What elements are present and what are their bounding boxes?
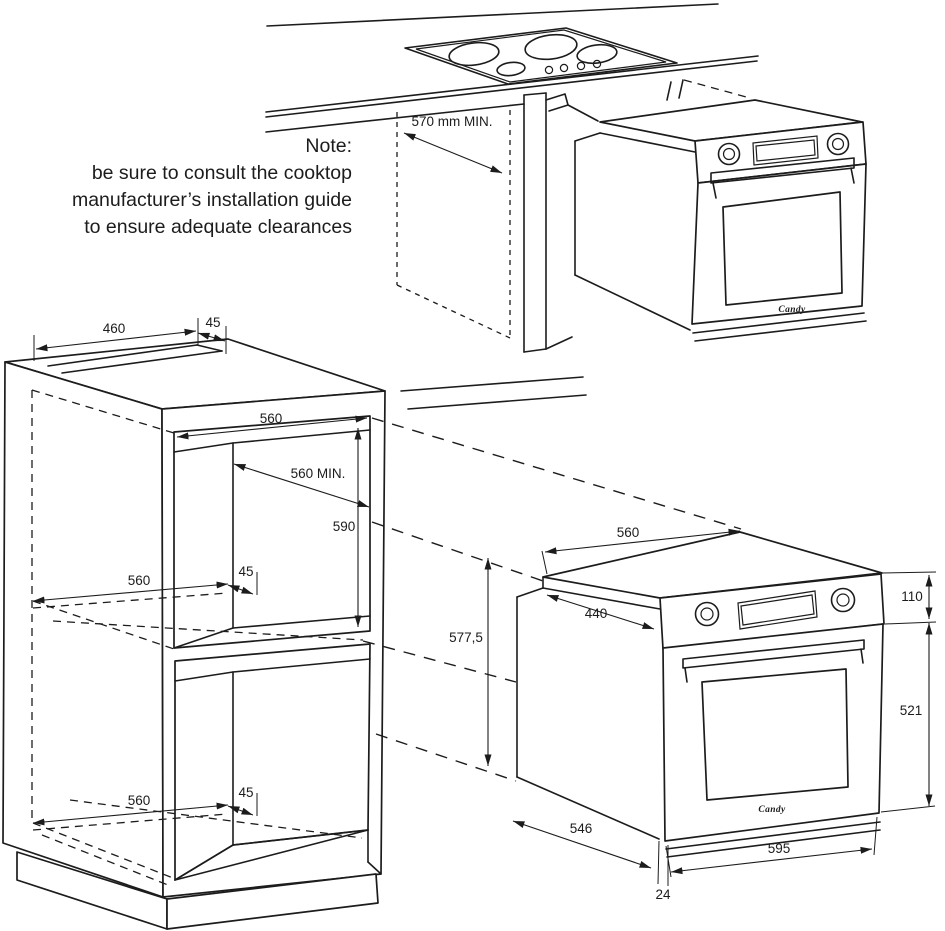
brand-logo: Candy xyxy=(758,805,786,815)
clearance-label: 570 mm MIN. xyxy=(411,114,492,129)
dim-total-height: 577,5 xyxy=(449,630,483,645)
door-handle xyxy=(682,639,865,683)
note-line-3: to ensure adequate clearances xyxy=(84,216,352,238)
projection-lines: 577,5 xyxy=(362,417,742,782)
dim-base-width: 560 xyxy=(128,793,151,808)
burner-right xyxy=(576,43,618,65)
dim-base-notch: 45 xyxy=(238,785,253,800)
display xyxy=(752,135,819,166)
brand-logo: Candy xyxy=(778,305,806,315)
door-handle xyxy=(710,157,855,199)
projection-line xyxy=(683,79,751,99)
dim-panel-height: 110 xyxy=(901,589,923,604)
dim-bottom-depth: 546 xyxy=(570,821,593,836)
clearance-arrow xyxy=(403,132,503,174)
dim-top-width: 460 xyxy=(103,321,126,336)
note-line-1: be sure to consult the cooktop xyxy=(92,162,352,184)
total-height-dimension: 577,5 xyxy=(449,558,492,766)
dim-top-depth: 560 xyxy=(617,525,640,540)
dim-depth-min: 560 MIN. xyxy=(291,466,346,481)
control-knob-left xyxy=(717,142,741,166)
dim-opening-height: 590 xyxy=(333,519,356,534)
note-line-2: manufacturer’s installation guide xyxy=(72,189,352,211)
clearance-annotation: 570 mm MIN. xyxy=(396,110,511,339)
cooktop xyxy=(404,27,678,85)
note-block: Note: be sure to consult the cooktop man… xyxy=(72,135,352,238)
display xyxy=(737,590,818,630)
control-knob-right xyxy=(830,587,856,613)
control-knob-left xyxy=(694,601,720,627)
cabinet-drawing: 460 45 560 560 MIN. 590 560 45 560 45 xyxy=(2,315,386,930)
break-marks xyxy=(666,79,684,101)
plinth xyxy=(16,851,379,930)
dim-width: 595 xyxy=(768,841,791,856)
cooktop-knobs xyxy=(544,59,602,75)
note-title: Note: xyxy=(305,135,352,157)
burner-small xyxy=(496,61,526,77)
door-window xyxy=(722,191,843,306)
lower-compartment-interior xyxy=(174,658,382,881)
dim-shelf-notch: 45 xyxy=(238,564,253,579)
dim-door-height: 521 xyxy=(900,703,923,718)
countertop-scene: 570 mm MIN. xyxy=(72,3,867,410)
dim-body-depth: 440 xyxy=(585,606,608,621)
dim-door-thickness: 24 xyxy=(655,887,671,902)
floor-lines xyxy=(400,376,587,410)
burner-back-right xyxy=(524,33,578,61)
dim-shelf-width: 560 xyxy=(128,573,151,588)
dim-opening-width: 560 xyxy=(260,411,283,426)
cabinet-dimensions: 460 45 560 560 MIN. 590 560 45 560 45 xyxy=(32,315,370,826)
cabinet-left-panel xyxy=(2,361,164,898)
oven-dimensions: 560 440 110 521 546 595 24 xyxy=(512,525,937,902)
door-window xyxy=(701,668,849,801)
burner-left xyxy=(448,41,500,67)
control-knob-right xyxy=(826,132,850,156)
oven-perspective: Candy xyxy=(574,99,867,342)
cabinet-niche-panel xyxy=(523,79,751,353)
vent-notch xyxy=(545,93,569,112)
oven-front-drawing: Candy 560 440 110 521 546 595 24 xyxy=(512,525,937,902)
dim-top-notch: 45 xyxy=(205,315,220,330)
